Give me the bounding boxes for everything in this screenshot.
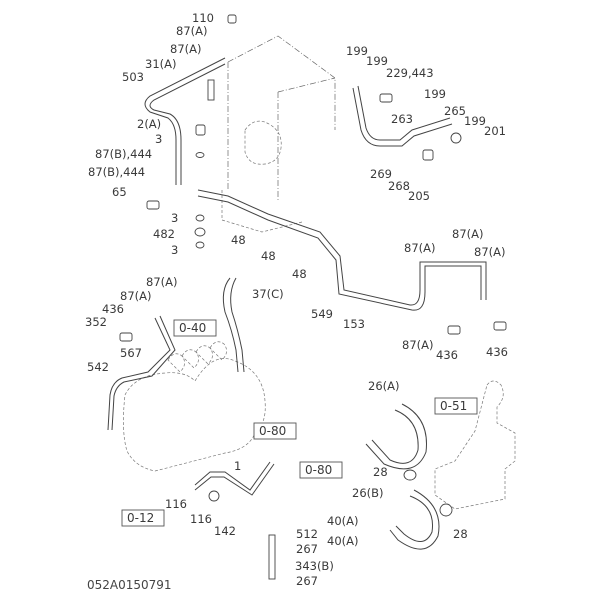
- part-label: 87(A): [120, 289, 151, 303]
- part-label: 116: [190, 512, 212, 526]
- part-label: 48: [292, 267, 307, 281]
- reference-label: 0-51: [440, 399, 467, 413]
- filter-housing-outline: [434, 380, 516, 510]
- part-label: 28: [373, 465, 388, 479]
- part-label: 2(A): [137, 117, 161, 131]
- part-label: 87(A): [176, 24, 207, 38]
- part-label: 87(A): [170, 42, 201, 56]
- part-label: 3: [171, 211, 178, 225]
- reference-box[interactable]: 0-80: [253, 422, 297, 440]
- part-label: 87(A): [452, 227, 483, 241]
- part-label: 343(B): [295, 559, 334, 573]
- reference-box[interactable]: 0-80: [299, 461, 343, 479]
- part-label: 87(A): [402, 338, 433, 352]
- part-label: 142: [214, 524, 236, 538]
- part-label: 3: [171, 243, 178, 257]
- part-label: 229,443: [386, 66, 434, 80]
- part-label: 87(A): [474, 245, 505, 259]
- reference-box[interactable]: 0-40: [173, 319, 217, 337]
- part-label: 549: [311, 307, 333, 321]
- part-label: 26(A): [368, 379, 399, 393]
- engine-block-outline: [221, 35, 336, 233]
- part-label: 542: [87, 360, 109, 374]
- part-label: 40(A): [327, 534, 358, 548]
- part-label: 199: [346, 44, 368, 58]
- reference-label: 0-40: [179, 321, 206, 335]
- reference-boxes: 0-40 0-80 0-80 0-12 0-51: [121, 319, 478, 527]
- part-label: 267: [296, 574, 318, 588]
- part-label: 436: [436, 348, 458, 362]
- part-label: 26(B): [352, 486, 384, 500]
- part-label: 512: [296, 527, 318, 541]
- part-label: 482: [153, 227, 175, 241]
- part-label: 199: [424, 87, 446, 101]
- part-label: 436: [486, 345, 508, 359]
- reference-box[interactable]: 0-12: [121, 509, 165, 527]
- part-label: 87(A): [146, 275, 177, 289]
- part-label: 40(A): [327, 514, 358, 528]
- part-label: 1: [234, 459, 241, 473]
- part-label: 263: [391, 112, 413, 126]
- part-label: 503: [122, 70, 144, 84]
- part-label: 153: [343, 317, 365, 331]
- reference-label: 0-12: [127, 511, 154, 525]
- part-label: 87(B),444: [95, 147, 152, 161]
- part-label: 31(A): [145, 57, 176, 71]
- part-label: 37(C): [252, 287, 284, 301]
- part-label: 205: [408, 189, 430, 203]
- drawing-code: 052A0150791: [87, 578, 172, 592]
- reference-label: 0-80: [259, 424, 286, 438]
- part-label: 48: [261, 249, 276, 263]
- part-label: 87(A): [404, 241, 435, 255]
- part-label: 436: [102, 302, 124, 316]
- part-label: 65: [112, 185, 127, 199]
- part-labels: 11087(A)87(A)31(A)5032(A)387(B),44487(B)…: [85, 11, 508, 588]
- part-label: 265: [444, 104, 466, 118]
- part-label: 267: [296, 542, 318, 556]
- part-label: 28: [453, 527, 468, 541]
- small-parts: [119, 14, 507, 517]
- reference-box[interactable]: 0-51: [434, 397, 478, 415]
- part-label: 352: [85, 315, 107, 329]
- part-label: 87(B),444: [88, 165, 145, 179]
- pipes: [107, 57, 487, 580]
- reference-label: 0-80: [305, 463, 332, 477]
- part-label: 116: [165, 497, 187, 511]
- part-label: 48: [231, 233, 246, 247]
- part-label: 110: [192, 11, 214, 25]
- part-label: 199: [366, 54, 388, 68]
- part-label: 199: [464, 114, 486, 128]
- part-label: 269: [370, 167, 392, 181]
- part-label: 567: [120, 346, 142, 360]
- part-label: 201: [484, 124, 506, 138]
- part-label: 3: [155, 132, 162, 146]
- part-label: 268: [388, 179, 410, 193]
- injection-pump-outline: [123, 341, 266, 472]
